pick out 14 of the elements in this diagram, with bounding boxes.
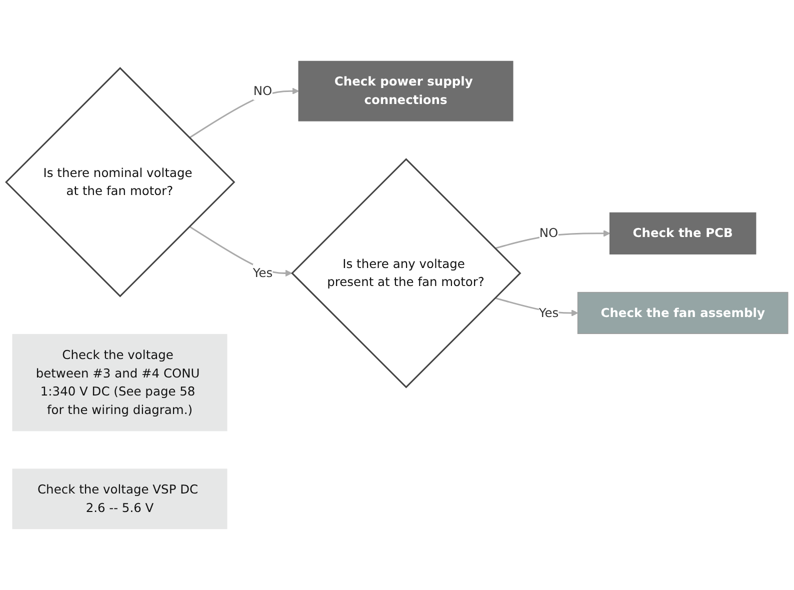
edge-label: NO: [253, 83, 272, 98]
node-box: Check the fan assembly: [577, 292, 788, 334]
node-box: Check the voltage between #3 and #4 CONU 1:340 V DC (See page 58 for the wiring diagram.): [12, 334, 228, 432]
edge-label: NO: [539, 226, 558, 240]
node-box: Check the voltage VSP DC 2.6 -- 5.6 V: [12, 468, 228, 530]
node-diamond: Is there nominal voltage at the fan motor?: [5, 67, 236, 298]
node-box: Check the PCB: [609, 212, 756, 254]
node-box: Check power supply connections: [298, 60, 514, 122]
arrow: [188, 226, 292, 277]
edge-label: Yes: [252, 266, 273, 280]
arrow: [494, 230, 610, 250]
edge-label: Yes: [538, 305, 559, 320]
arrow: [188, 88, 299, 138]
node-diamond: Is there any voltage present at the fan motor?: [291, 158, 522, 388]
